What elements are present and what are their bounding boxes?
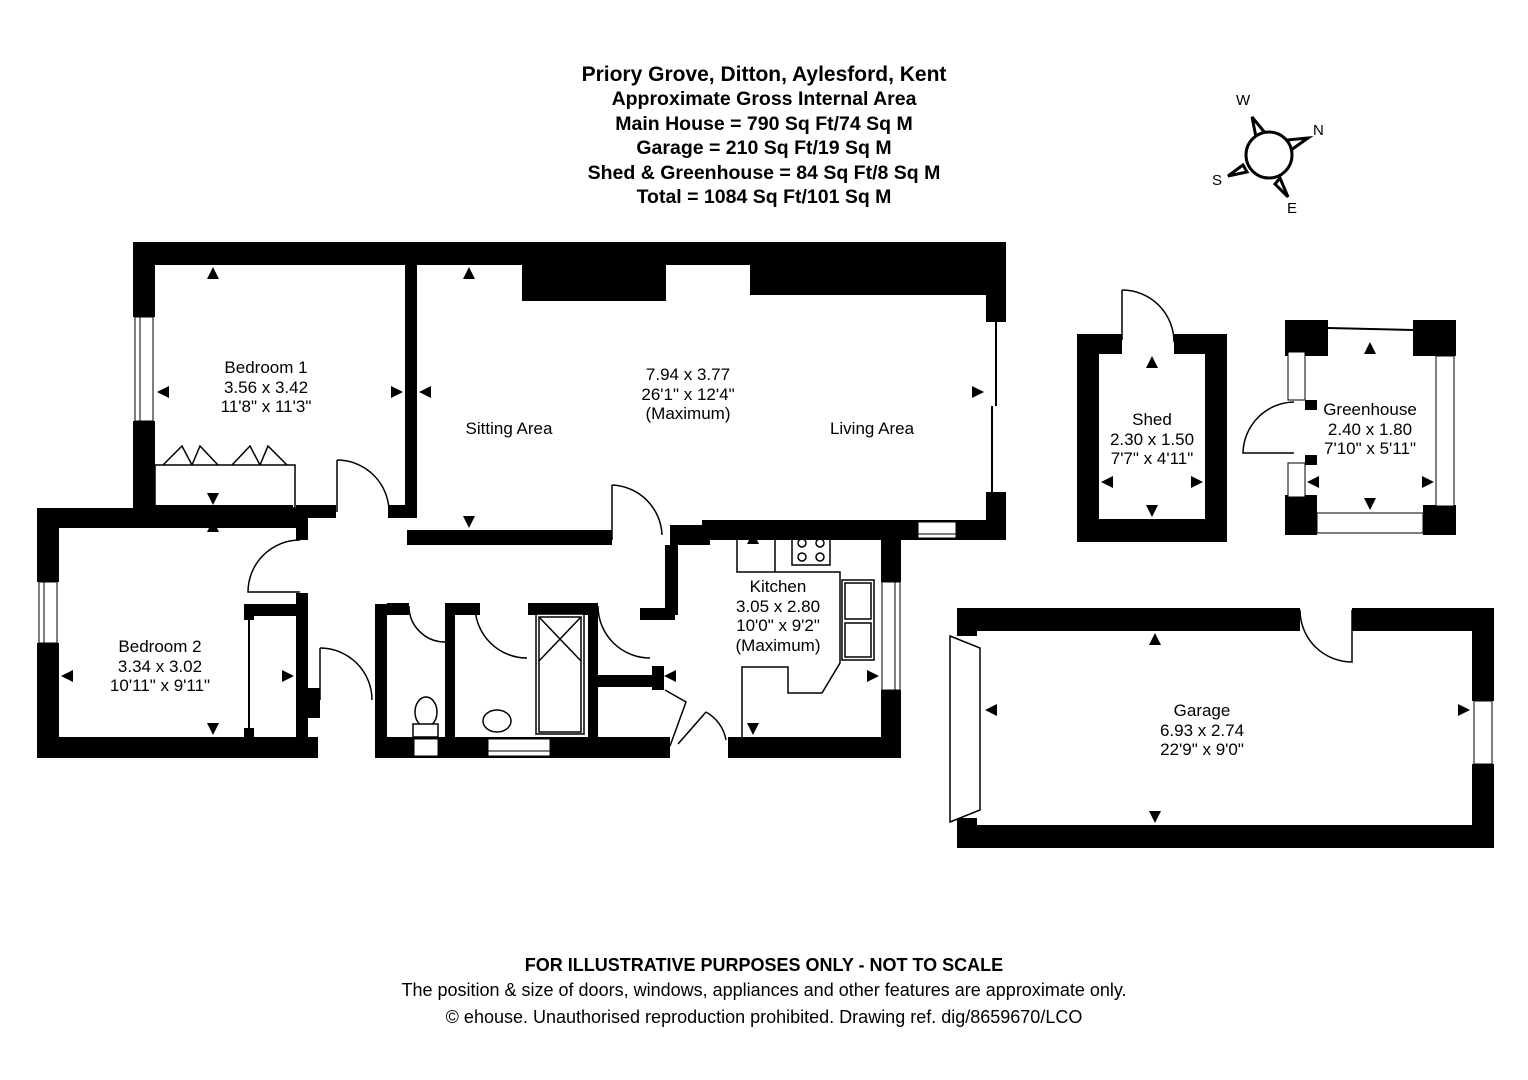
plan-header: Priory Grove, Ditton, Aylesford, Kent Ap… — [464, 62, 1064, 210]
greenhouse-walls — [1285, 320, 1456, 535]
greenhouse-glazing — [1287, 327, 1455, 534]
room-bedroom2: Bedroom 2 3.34 x 3.02 10'11" x 9'11" — [110, 637, 210, 696]
room-name: Greenhouse — [1323, 400, 1417, 419]
compass-east-label: E — [1287, 200, 1298, 217]
property-address: Priory Grove, Ditton, Aylesford, Kent — [581, 63, 947, 86]
area-main-house: Main House = 790 Sq Ft/74 Sq M — [615, 112, 913, 135]
approximation-note: The position & size of doors, windows, a… — [401, 980, 1127, 1000]
sink-icon — [841, 579, 875, 661]
area-subtitle: Approximate Gross Internal Area — [611, 88, 917, 110]
main-house-walls — [37, 242, 1006, 758]
room-name: Bedroom 2 — [118, 637, 202, 656]
living-area-label: Living Area — [829, 419, 915, 438]
room-greenhouse: Greenhouse 2.40 x 1.80 7'10" x 5'11" — [1323, 400, 1417, 459]
room-name: Shed — [1132, 410, 1172, 429]
room-imperial: 11'8" x 11'3" — [220, 397, 312, 416]
room-imperial: 10'11" x 9'11" — [109, 676, 211, 695]
disclaimer: FOR ILLUSTRATIVE PURPOSES ONLY - NOT TO … — [524, 955, 1004, 975]
room-kitchen: Kitchen 3.05 x 2.80 10'0" x 9'2" (Maximu… — [736, 577, 821, 655]
room-metric: 3.34 x 3.02 — [117, 656, 203, 676]
room-imperial: 7'7" x 4'11" — [1110, 449, 1194, 468]
dimension-arrows — [61, 267, 1470, 823]
garage-door — [949, 634, 1493, 824]
room-shed: Shed 2.30 x 1.50 7'7" x 4'11" — [1110, 410, 1194, 469]
plan-footer: FOR ILLUSTRATIVE PURPOSES ONLY - NOT TO … — [264, 953, 1264, 1031]
hob-icon — [791, 534, 831, 566]
room-imperial: 26'1" x 12'4" — [641, 384, 735, 404]
room-name: Bedroom 1 — [224, 358, 308, 377]
room-sitting-living: 7.94 x 3.77 26'1" x 12'4" (Maximum) — [641, 365, 734, 424]
room-imperial: 7'10" x 5'11" — [1324, 439, 1416, 458]
copyright-line: © ehouse. Unauthorised reproduction proh… — [445, 1007, 1083, 1027]
shed-walls — [1077, 334, 1227, 542]
room-note: (Maximum) — [735, 635, 821, 655]
room-name: Kitchen — [749, 577, 807, 596]
sliding-door — [991, 322, 997, 492]
compass-south-label: S — [1212, 172, 1223, 189]
windows — [38, 316, 957, 757]
room-imperial: 10'0" x 9'2" — [736, 616, 820, 635]
compass-west-label: W — [1236, 92, 1251, 109]
room-metric: 7.94 x 3.77 — [645, 365, 731, 384]
garage-walls — [957, 608, 1494, 848]
area-garage: Garage = 210 Sq Ft/19 Sq M — [636, 137, 892, 159]
wardrobe — [154, 444, 296, 509]
kitchen-fixtures — [736, 530, 875, 737]
room-metric: 6.93 x 2.74 — [1159, 720, 1245, 740]
room-metric: 3.05 x 2.80 — [735, 596, 821, 616]
compass-north-label: N — [1313, 122, 1324, 139]
room-bedroom1: Bedroom 1 3.56 x 3.42 11'8" x 11'3" — [221, 358, 312, 417]
bathroom-fixtures — [412, 613, 585, 738]
room-imperial: 22'9" x 9'0" — [1160, 740, 1244, 759]
door-arcs — [247, 289, 1353, 747]
room-name: Garage — [1173, 701, 1231, 720]
sitting-area-label: Sitting Area — [465, 419, 553, 438]
compass-icon — [1227, 116, 1314, 199]
room-metric: 3.56 x 3.42 — [223, 377, 309, 397]
room-note: (Maximum) — [645, 404, 731, 423]
room-metric: 2.40 x 1.80 — [1327, 419, 1413, 439]
area-shed-greenhouse: Shed & Greenhouse = 84 Sq Ft/8 Sq M — [587, 161, 941, 184]
area-total: Total = 1084 Sq Ft/101 Sq M — [636, 186, 892, 208]
room-garage: Garage 6.93 x 2.74 22'9" x 9'0" — [1160, 701, 1244, 760]
room-metric: 2.30 x 1.50 — [1109, 429, 1195, 449]
